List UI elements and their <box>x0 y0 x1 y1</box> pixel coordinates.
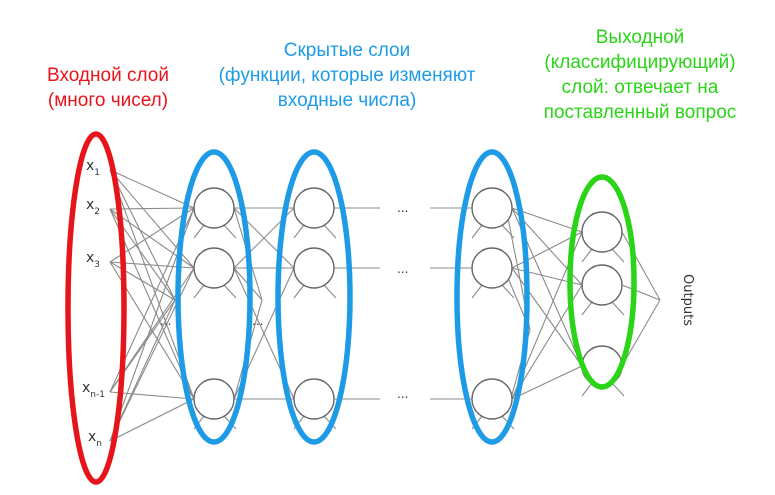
input-label-x1-base: x <box>86 158 94 174</box>
input-label-x2-base: x <box>86 197 94 213</box>
input-label-xn-1-sub: n-1 <box>90 390 105 400</box>
output-layer-caption-line-4: поставленный вопрос <box>543 102 737 123</box>
input-label-xn-base: x <box>88 429 96 445</box>
edge-stub-l2-1-a <box>471 284 483 299</box>
edge-stub-l2-0-a <box>471 224 483 239</box>
edge-hn-0-out-0 <box>511 207 583 233</box>
edge-hn-1-out-2 <box>511 267 583 367</box>
ellipsis-row-1: ... <box>397 201 408 215</box>
edge-out-1-result <box>621 284 661 301</box>
edge-stub-l1-0-b <box>323 224 337 239</box>
edge-stub-l0-1-b <box>223 284 237 299</box>
output-layer-caption: Выходной (классифицирующий) слой: отвеча… <box>520 25 760 125</box>
edge-stub-l3-1-b <box>611 301 625 316</box>
hidden-2-neuron-0 <box>293 187 335 229</box>
hidden-layer-1-ring <box>175 149 253 445</box>
hidden-n-neuron-1 <box>471 247 513 289</box>
hidden-2-neuron-2 <box>293 378 335 420</box>
output-layer-ring <box>567 174 637 390</box>
output-layer-caption-line-3: слой: отвечает на <box>561 77 719 98</box>
ellipsis-markers: ... ... ... ... ... <box>160 201 408 401</box>
edge-hn-2-out-2 <box>511 365 583 400</box>
edge-stub-l2-1-b <box>501 284 515 299</box>
input-label-xn-1: xn-1 <box>82 380 105 400</box>
ellipsis-row-2: ... <box>397 262 408 276</box>
hidden-2-neuron-1 <box>293 247 335 289</box>
input-layer-caption-line-2: (много чисел) <box>47 90 169 111</box>
input-layer-caption: Входной слой (много чисел) <box>8 63 208 113</box>
edge-stub-l1-1-a <box>293 284 305 299</box>
edge-stub-l0-0-a <box>193 224 205 239</box>
edge-stub-l3-2-b <box>611 382 625 397</box>
edge-input-4-stub <box>109 299 176 442</box>
input-label-xn-sub: n <box>96 439 102 449</box>
hidden-layers-caption: Скрытые слои (функции, которые изменяют … <box>197 38 497 113</box>
edge-stub-l0-1-a <box>193 284 205 299</box>
output-layer-caption-line-1: Выходной <box>595 27 685 48</box>
edge-stub-l2-0-b <box>501 224 515 239</box>
hidden-layer-2-ring <box>275 149 353 445</box>
edge-stub-l3-2-a <box>581 382 593 397</box>
hidden-layers-caption-line-1: Скрытые слои <box>283 40 411 61</box>
edge-out-0-result <box>621 231 661 301</box>
edge-stub-l3-0-b <box>611 248 625 263</box>
hidden-layers-caption-line-3: входные числа) <box>277 90 417 111</box>
input-label-xn: xn <box>88 429 102 449</box>
input-label-x3-base: x <box>86 250 94 266</box>
neurons <box>193 187 623 420</box>
outputs-label: Outputs <box>680 274 695 326</box>
edge-stub-l3-0-a <box>581 248 593 263</box>
layer-highlights <box>65 131 637 485</box>
input-labels: x1 x2 x3 xn-1 xn <box>82 158 105 449</box>
hidden-1-neuron-2 <box>193 378 235 420</box>
edge-out-2-result <box>621 299 661 367</box>
input-label-x3-sub: 3 <box>94 260 100 270</box>
ellipsis-hidden-1: ... <box>252 314 263 328</box>
ellipsis-inputs: ... <box>160 314 171 328</box>
edge-stub-l0-0-b <box>223 224 237 239</box>
hidden-1-neuron-0 <box>193 187 235 229</box>
output-neuron-1 <box>581 264 623 306</box>
input-label-x2-sub: 2 <box>94 207 100 217</box>
edge-input-0-h1-0 <box>109 169 195 209</box>
input-label-x2: x2 <box>86 197 100 217</box>
edge-stub-l1-0-a <box>293 224 305 239</box>
hidden-layers-caption-line-2: (функции, которые изменяют <box>218 65 476 86</box>
input-label-x1: x1 <box>86 158 100 178</box>
edge-input-1-h1-0 <box>109 207 195 210</box>
hidden-n-neuron-2 <box>471 378 513 420</box>
edge-stub-l3-1-a <box>581 301 593 316</box>
input-layer-ring <box>65 131 127 485</box>
input-label-x1-sub: 1 <box>94 168 100 178</box>
hidden-n-neuron-0 <box>471 187 513 229</box>
edge-stub-l1-1-b <box>323 284 337 299</box>
input-label-xn-1-base: x <box>82 380 90 396</box>
output-neuron-0 <box>581 211 623 253</box>
input-label-x3: x3 <box>86 250 100 270</box>
hidden-1-neuron-1 <box>193 247 235 289</box>
ellipsis-row-3: ... <box>397 387 408 401</box>
output-layer-caption-line-2: (классифицирующий) <box>544 52 736 73</box>
edge-input-4-h1-2 <box>109 398 195 442</box>
edge-input-3-h1-2 <box>109 391 195 400</box>
input-layer-caption-line-1: Входной слой <box>47 65 169 86</box>
edge-input-0-stub <box>109 169 176 301</box>
hidden-layer-n-ring <box>454 149 530 445</box>
